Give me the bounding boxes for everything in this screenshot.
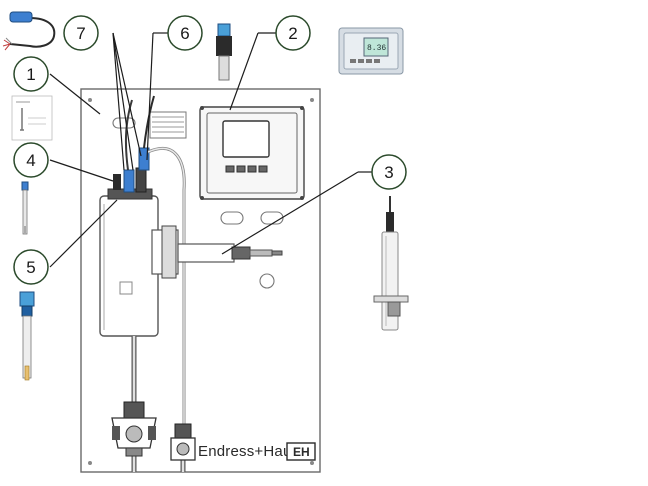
panel-transmitter [199,106,305,200]
callout-1-label: 1 [26,65,35,84]
turbidity-probe [373,196,409,331]
callout-7: 7 [63,15,99,51]
transmitter-photo: 8.36 [338,27,404,75]
callout-2: 2 [275,15,311,51]
brand-eh-logo: EH [293,445,310,459]
ph-sensor-large [19,291,35,381]
valve-left [111,401,157,457]
brand-logo: Endress+Hauser EH [198,442,316,461]
callout-5-label: 5 [26,258,35,277]
callout-4-label: 4 [26,151,35,170]
mounted-probe [177,243,283,263]
callout-4: 4 [13,142,49,178]
sensor-cables [124,95,186,430]
label-plate [149,111,187,139]
callout-1: 1 [13,56,49,92]
sensor-cable-coil [2,11,56,51]
callout-3: 3 [371,154,407,190]
callout-7-label: 7 [76,24,85,43]
callout-2-label: 2 [288,24,297,43]
callout-3-label: 3 [384,163,393,182]
callout-5: 5 [13,249,49,285]
document-thumbnail [11,95,53,141]
leader-lines [49,32,372,268]
callout-6-label: 6 [180,24,189,43]
callout-6: 6 [167,15,203,51]
transmitter-photo-reading: 8.36 [367,44,386,53]
sensor-6-device [216,23,232,81]
valve-right [170,423,196,461]
transmitter-keypad [225,165,268,173]
ph-sensor-small [21,181,29,235]
brand-text: Endress+Hauser [198,443,313,460]
